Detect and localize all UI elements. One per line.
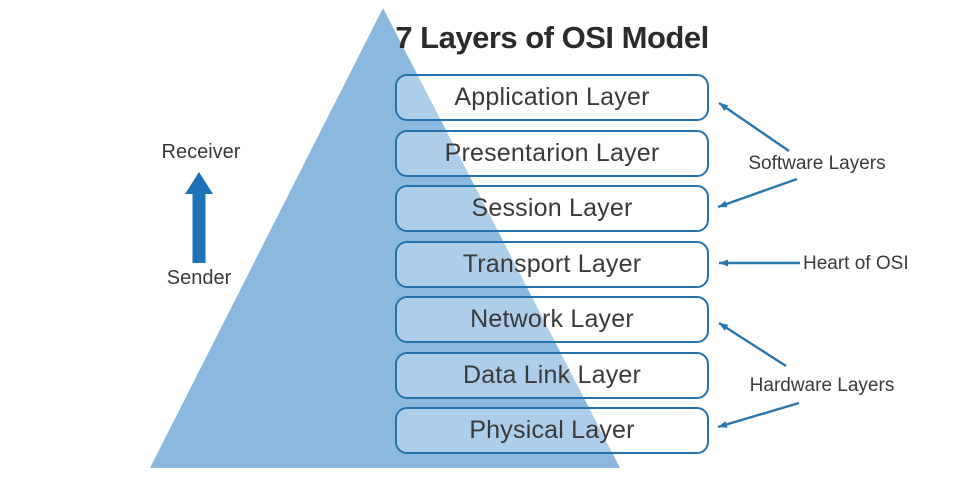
hardware-layers-label: Hardware Layers	[749, 375, 895, 396]
layer-label-network: Network Layer	[470, 305, 634, 333]
layer-box-session: Session Layer	[395, 185, 709, 232]
software-layers-label: Software Layers	[748, 153, 886, 174]
sender-label: Sender	[166, 267, 232, 289]
layer-label-transport: Transport Layer	[462, 249, 642, 278]
software-arrow-to-session-icon	[717, 177, 798, 209]
layer-label-presentation: Presentarion Layer	[444, 138, 660, 167]
hardware-arrow-to-network-icon	[718, 321, 787, 368]
layer-box-data-link: Data Link Layer	[395, 351, 709, 399]
layer-label-data-link: Data Link Layer	[462, 360, 642, 389]
layer-box-physical: Physical Layer	[395, 407, 709, 454]
layer-label-application: Application Layer	[454, 83, 650, 111]
hardware-arrow-to-physical-icon	[717, 401, 800, 429]
layer-label-physical: Physical Layer	[469, 416, 635, 444]
layer-box-network: Network Layer	[395, 296, 709, 343]
layer-box-presentation: Presentarion Layer	[395, 129, 709, 177]
up-arrow-icon	[185, 172, 213, 263]
heart-of-osi-label: Heart of OSI	[803, 253, 909, 274]
software-arrow-to-application-icon	[718, 102, 790, 152]
layer-box-application: Application Layer	[395, 74, 709, 121]
diagram-title: 7 Layers of OSI Model	[395, 20, 709, 55]
layer-box-transport: Transport Layer	[395, 240, 709, 288]
layer-label-session: Session Layer	[471, 194, 633, 222]
receiver-label: Receiver	[161, 141, 241, 163]
